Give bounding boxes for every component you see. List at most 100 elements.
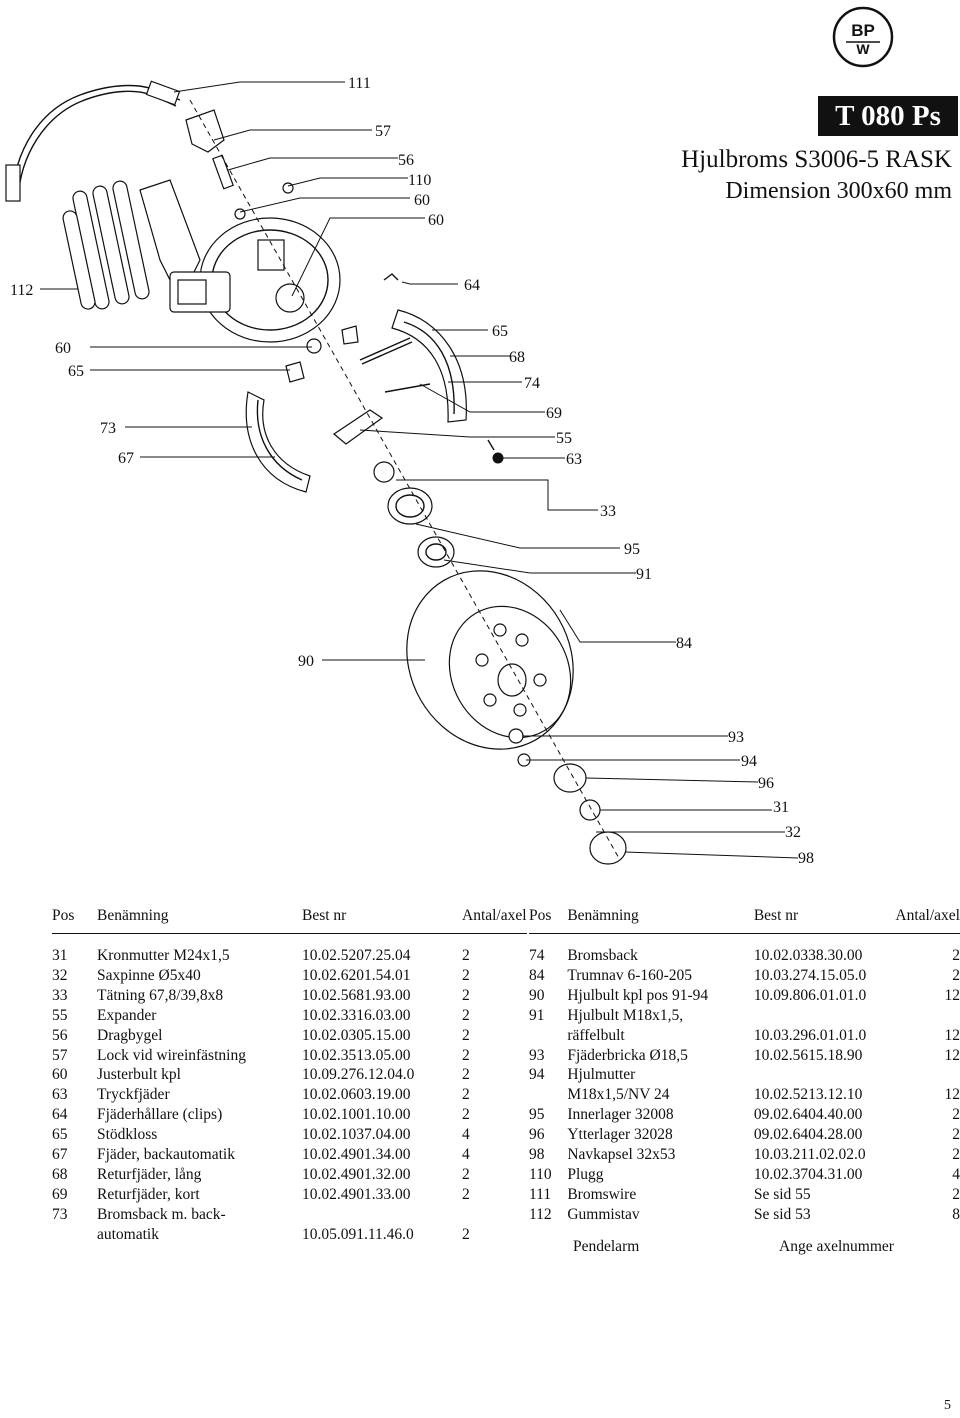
callout-111: 111 <box>348 75 371 92</box>
cell-quantity: 2 <box>462 1046 470 1064</box>
callout-93: 93 <box>728 729 744 746</box>
cell-pos: 64 <box>52 1106 68 1124</box>
cell-quantity: 2 <box>952 1106 960 1124</box>
svg-text:W: W <box>856 41 870 57</box>
cell-name: Hjulmutter <box>567 1066 636 1084</box>
cell-quantity: 2 <box>952 966 960 984</box>
cell-part-number: 10.02.4901.32.00 <box>302 1165 411 1183</box>
cell-part-number: 10.05.091.11.46.0 <box>302 1225 414 1243</box>
cell-name: Fjäderbricka Ø18,5 <box>567 1046 688 1064</box>
cell-quantity <box>895 1065 960 1085</box>
callout-96: 96 <box>758 775 774 792</box>
cell-quantity: 2 <box>462 1006 470 1024</box>
brake-shoe-upper-drawing <box>391 309 467 423</box>
callout-60: 60 <box>55 340 71 357</box>
callout-69: 69 <box>546 405 562 422</box>
column-header-name: Benämning <box>567 907 639 924</box>
cell-pos: 91 <box>529 1006 545 1024</box>
callout-56: 56 <box>398 152 414 169</box>
column-header-quantity: Antal/axel <box>462 907 527 924</box>
cell-part-number: 10.02.5681.93.00 <box>302 986 411 1004</box>
cell-name: Justerbult kpl <box>97 1066 181 1084</box>
cell-part-number: 10.03.274.15.05.0 <box>753 966 867 984</box>
cell-part-number: 10.02.3316.03.00 <box>302 1006 411 1024</box>
cell-quantity: 2 <box>952 947 960 964</box>
cell-pos <box>52 1225 97 1245</box>
leader-lines <box>40 81 799 859</box>
cell-part-number: 10.02.0305.15.00 <box>302 1026 411 1044</box>
cell-pos: 74 <box>529 947 545 964</box>
rubber-rods-drawing <box>62 180 150 310</box>
cell-name: Ytterlager 32028 <box>567 1126 673 1144</box>
callout-55: 55 <box>556 430 572 447</box>
cell-quantity: 2 <box>462 1106 470 1124</box>
cell-part-number: 10.09.806.01.01.0 <box>753 986 867 1004</box>
callout-64: 64 <box>464 277 480 294</box>
cell-quantity: 2 <box>462 986 470 1004</box>
cell-pos: 65 <box>52 1126 68 1144</box>
cell-name: Navkapsel 32x53 <box>567 1146 676 1164</box>
cell-pos: 112 <box>529 1205 552 1223</box>
cell-pos: 98 <box>529 1146 545 1164</box>
cell-pos: 90 <box>529 986 545 1004</box>
callout-112: 112 <box>10 282 33 299</box>
cell-name: Stödkloss <box>97 1126 158 1144</box>
cell-pos: 93 <box>529 1046 545 1064</box>
callout-63: 63 <box>566 451 582 468</box>
cell-pos: 33 <box>52 986 68 1004</box>
cell-quantity: 2 <box>462 1185 470 1203</box>
cell-pos: 63 <box>52 1086 68 1104</box>
svg-text:BP: BP <box>851 21 875 40</box>
cell-name: Lock vid wireinfästning <box>97 1046 246 1064</box>
cell-name: Innerlager 32008 <box>567 1106 674 1124</box>
column-header-name: Benämning <box>97 907 169 924</box>
cell-pos <box>529 1026 567 1046</box>
cell-quantity: 4 <box>952 1165 960 1183</box>
cell-quantity: 4 <box>462 1126 470 1144</box>
cell-part-number: 10.02.0338.30.00 <box>753 947 863 964</box>
column-header-quantity: Antal/axel <box>895 907 960 924</box>
cell-part-number: 10.02.4901.34.00 <box>302 1146 411 1164</box>
table-header-row: Pos Benämning Best nr Antal/axel <box>529 907 960 934</box>
callout-60: 60 <box>414 192 430 209</box>
cell-name: Fjäder, backautomatik <box>97 1146 235 1164</box>
cell-name: Hjulbult kpl pos 91-94 <box>567 986 709 1004</box>
column-header-part-number: Best nr <box>302 907 347 924</box>
callout-65: 65 <box>68 363 84 380</box>
callout-32: 32 <box>785 824 801 841</box>
cell-part-number <box>302 1205 462 1225</box>
cell-quantity: 12 <box>944 1086 960 1104</box>
cell-name: Bromsback m. back- <box>97 1205 226 1223</box>
cell-name: automatik <box>97 1225 159 1243</box>
callout-91: 91 <box>636 566 652 583</box>
exploded-view-diagram: 111 57 56 110 60 60 112 64 65 60 68 65 7… <box>5 75 814 867</box>
cell-name: Tryckfjäder <box>97 1086 170 1104</box>
cell-pos: 111 <box>529 1185 552 1203</box>
cell-pos: 84 <box>529 966 545 984</box>
cell-pos: 96 <box>529 1126 545 1144</box>
cell-pos: 60 <box>52 1066 68 1084</box>
callout-65: 65 <box>492 323 508 340</box>
cell-name: Kronmutter M24x1,5 <box>97 947 230 964</box>
cell-pos <box>529 1085 567 1105</box>
cell-pos: 110 <box>529 1165 552 1183</box>
cell-part-number <box>754 1065 896 1085</box>
callout-84: 84 <box>676 635 692 652</box>
cell-part-number: 09.02.6404.28.00 <box>753 1126 863 1144</box>
cell-part-number <box>754 1006 896 1026</box>
